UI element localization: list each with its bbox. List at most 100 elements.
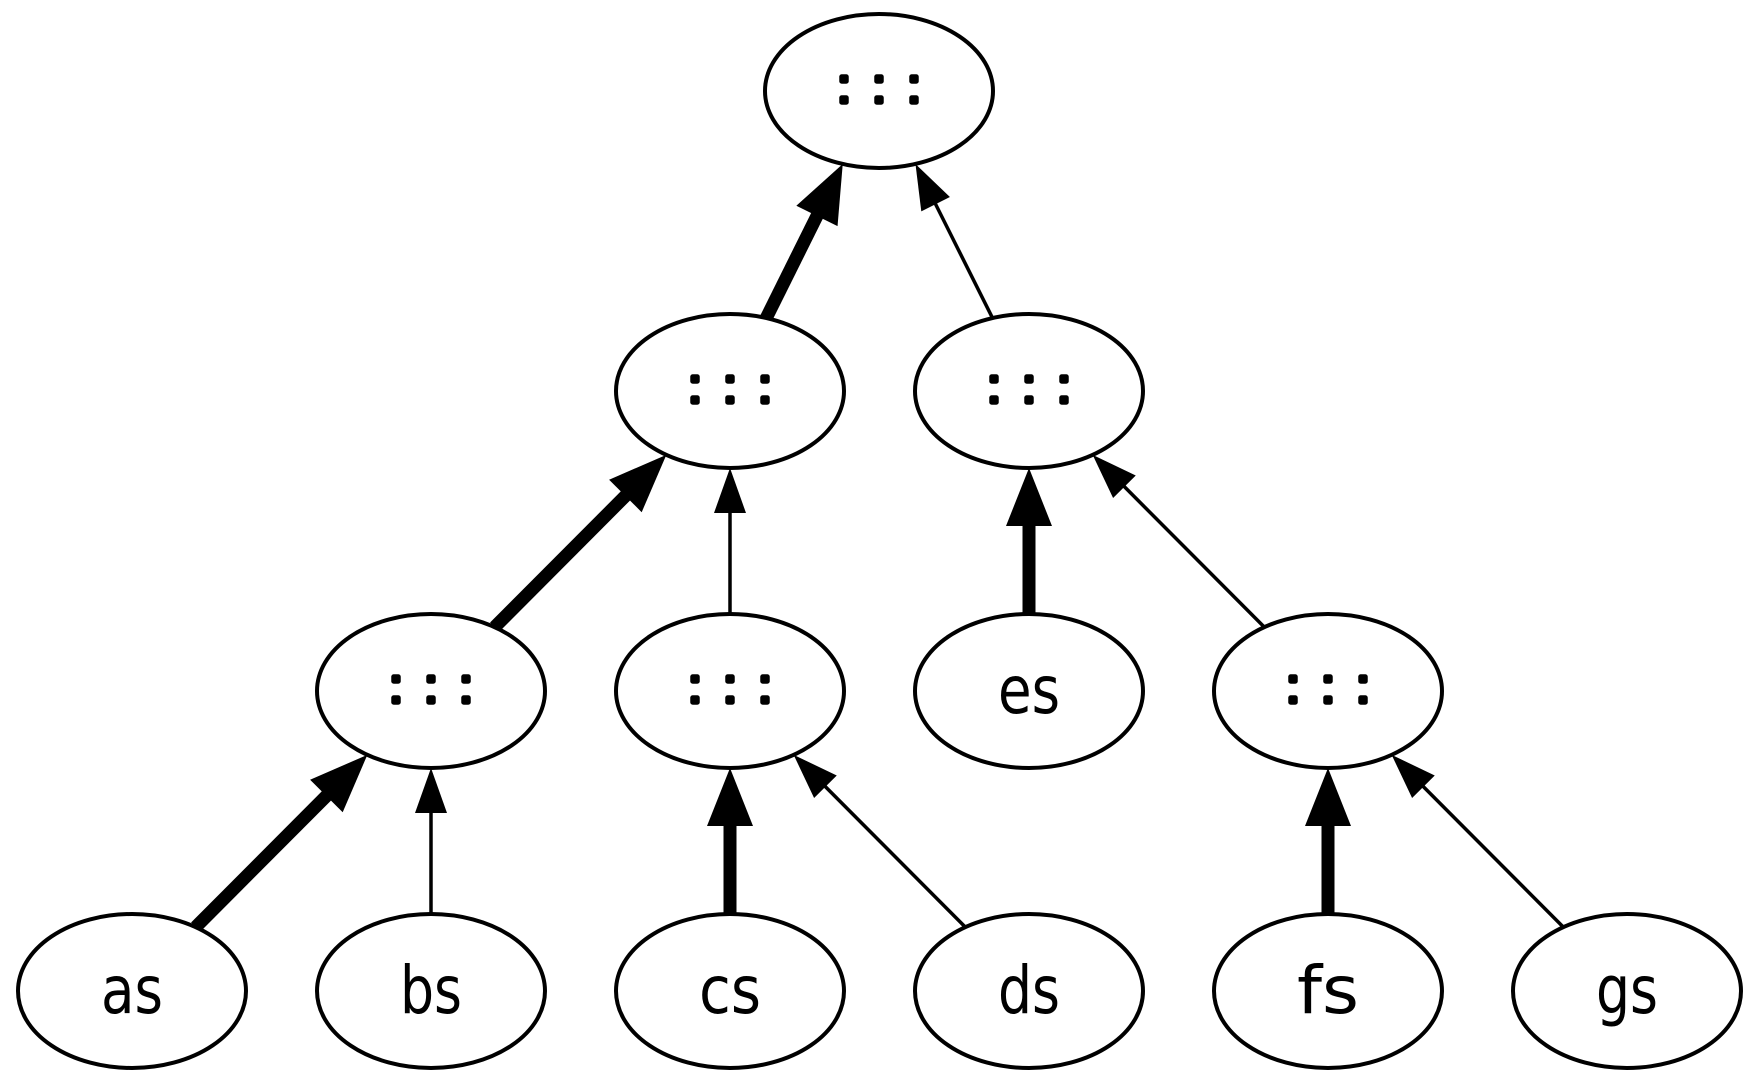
dot — [874, 74, 884, 84]
dot — [1288, 695, 1298, 705]
edge-m3-p2 — [1092, 454, 1266, 629]
node-label: ds — [998, 952, 1060, 1029]
node-label: cs — [699, 952, 761, 1029]
arrowhead-icon — [310, 754, 368, 813]
edge-line — [760, 209, 825, 321]
dot — [874, 95, 884, 105]
edge-line — [1120, 482, 1266, 629]
node-ellipse — [315, 612, 547, 770]
dot — [1358, 695, 1368, 705]
node-ellipse — [614, 912, 846, 1070]
edge-fs-m3 — [1305, 768, 1351, 914]
dot — [725, 374, 735, 384]
dot — [426, 695, 436, 705]
edge-line — [191, 788, 334, 932]
node-bs: bs — [315, 912, 547, 1070]
edge-line — [1419, 782, 1565, 929]
dot — [725, 674, 735, 684]
edge-p1-root — [760, 164, 843, 321]
dot — [725, 395, 735, 405]
edge-m1-p1 — [490, 454, 667, 632]
dot — [690, 695, 700, 705]
dot — [760, 695, 770, 705]
node-m2 — [614, 612, 846, 770]
dot — [989, 395, 999, 405]
arrowhead-icon — [793, 754, 837, 799]
dot — [1059, 395, 1069, 405]
dot — [690, 395, 700, 405]
edge-as-m1 — [191, 754, 368, 932]
edge-ds-m2 — [793, 754, 967, 929]
node-ellipse — [1212, 912, 1444, 1070]
dots-label — [690, 674, 770, 705]
node-ds: ds — [913, 912, 1145, 1070]
node-p1 — [614, 312, 846, 470]
dot — [690, 674, 700, 684]
node-ellipse — [763, 12, 995, 170]
node-m3 — [1212, 612, 1444, 770]
dot — [1059, 374, 1069, 384]
arrowhead-icon — [1006, 468, 1052, 526]
dot — [1288, 674, 1298, 684]
dots-label — [989, 374, 1069, 405]
dot — [839, 74, 849, 84]
edge-line — [932, 199, 995, 319]
node-ellipse — [614, 612, 846, 770]
edge-es-p2 — [1006, 468, 1052, 614]
dots-label — [1288, 674, 1368, 705]
dot — [391, 674, 401, 684]
dot — [839, 95, 849, 105]
edge-gs-m3 — [1391, 754, 1565, 929]
dot — [461, 674, 471, 684]
dot — [1323, 674, 1333, 684]
dot — [426, 674, 436, 684]
dot — [690, 374, 700, 384]
dot — [909, 74, 919, 84]
node-gs: gs — [1511, 912, 1743, 1070]
arrowhead-icon — [1391, 754, 1435, 799]
edge-line — [490, 488, 633, 632]
dot — [1024, 395, 1034, 405]
node-m1 — [315, 612, 547, 770]
dot — [1024, 374, 1034, 384]
node-ellipse — [1212, 612, 1444, 770]
node-ellipse — [913, 912, 1145, 1070]
node-ellipse — [16, 912, 248, 1070]
node-cs: cs — [614, 912, 846, 1070]
arrowhead-icon — [609, 454, 667, 513]
node-root — [763, 12, 995, 170]
node-ellipse — [315, 912, 547, 1070]
dot — [760, 674, 770, 684]
node-label: gs — [1596, 952, 1658, 1029]
arrowhead-icon — [415, 768, 447, 813]
edge-m2-p1 — [714, 468, 746, 614]
dots-label — [391, 674, 471, 705]
dots-label — [839, 74, 919, 105]
node-ellipse — [913, 612, 1145, 770]
node-ellipse — [1511, 912, 1743, 1070]
dot — [1323, 695, 1333, 705]
dots-label — [690, 374, 770, 405]
node-label: es — [998, 652, 1060, 729]
edge-p2-root — [915, 163, 995, 319]
node-p2 — [913, 312, 1145, 470]
arrowhead-icon — [1092, 454, 1136, 499]
arrowhead-icon — [796, 164, 843, 227]
dot — [760, 395, 770, 405]
dot — [760, 374, 770, 384]
dot — [391, 695, 401, 705]
node-ellipse — [614, 312, 846, 470]
node-label: fs — [1297, 952, 1359, 1029]
node-label: as — [101, 952, 163, 1029]
edge-bs-m1 — [415, 768, 447, 914]
arrowhead-icon — [1305, 768, 1351, 826]
arrowhead-icon — [915, 163, 950, 212]
arrowhead-icon — [707, 768, 753, 826]
dot — [725, 695, 735, 705]
edge-line — [821, 782, 967, 929]
node-es: es — [913, 612, 1145, 770]
dot — [461, 695, 471, 705]
node-ellipse — [913, 312, 1145, 470]
